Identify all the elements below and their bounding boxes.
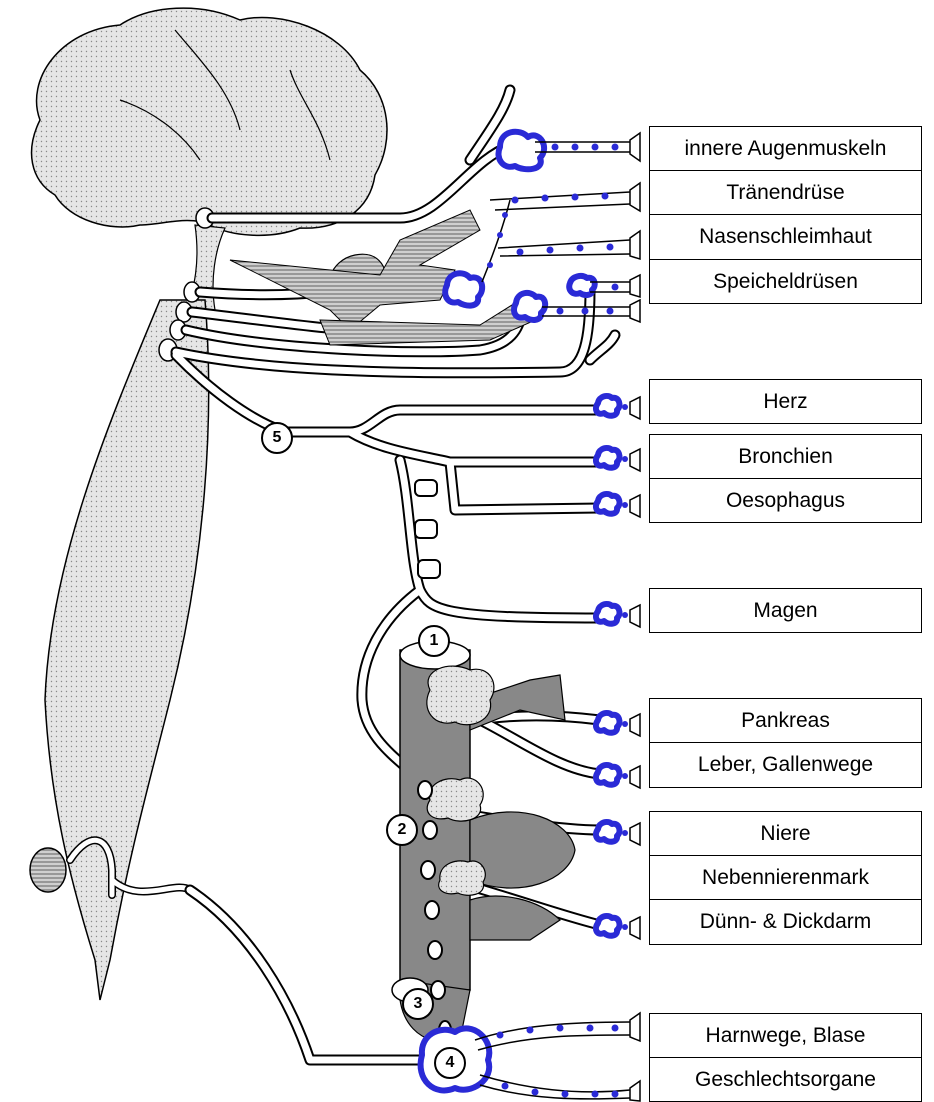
mesenteric-shape bbox=[470, 896, 560, 940]
label-genital-organs: Geschlechtsorgane bbox=[649, 1057, 922, 1102]
marker-3: 3 bbox=[402, 988, 434, 1020]
label-salivary-glands: Speicheldrüsen bbox=[649, 259, 922, 304]
spinal-ganglion-shape bbox=[30, 848, 66, 892]
label-lacrimal-gland: Tränendrüse bbox=[649, 170, 922, 215]
label-esophagus: Oesophagus bbox=[649, 478, 922, 523]
label-stomach: Magen bbox=[649, 588, 922, 633]
marker-5: 5 bbox=[261, 422, 293, 454]
label-urinary-tract-bladder: Harnwege, Blase bbox=[649, 1013, 922, 1058]
label-inner-eye-muscles: innere Augenmuskeln bbox=[649, 126, 922, 171]
label-adrenal-medulla: Nebennierenmark bbox=[649, 855, 922, 900]
cerebrum-shape bbox=[32, 8, 387, 235]
marker-1: 1 bbox=[418, 625, 450, 657]
effector-endings bbox=[630, 133, 640, 1101]
marker-2: 2 bbox=[386, 814, 418, 846]
label-pancreas: Pankreas bbox=[649, 698, 922, 743]
spinal-cord-shape bbox=[45, 300, 209, 1000]
label-bronchi: Bronchien bbox=[649, 434, 922, 479]
label-heart: Herz bbox=[649, 379, 922, 424]
label-nasal-mucosa: Nasenschleimhaut bbox=[649, 214, 922, 260]
label-kidney: Niere bbox=[649, 811, 922, 856]
label-liver-bile-ducts: Leber, Gallenwege bbox=[649, 742, 922, 788]
label-small-large-intestine: Dünn- & Dickdarm bbox=[649, 899, 922, 945]
marker-4: 4 bbox=[434, 1047, 466, 1079]
